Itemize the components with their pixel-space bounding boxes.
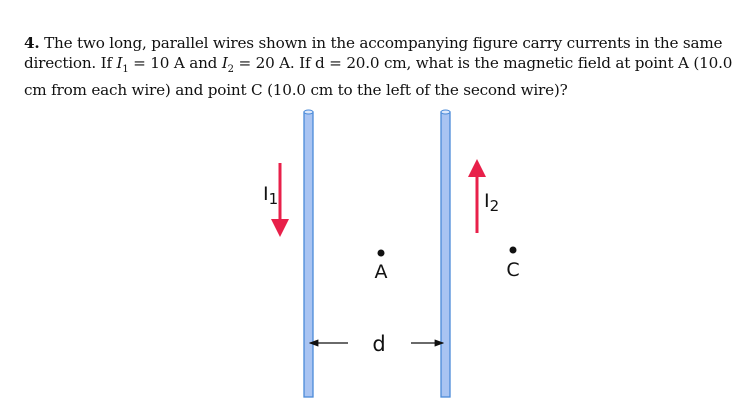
point-a-dot	[377, 249, 385, 257]
point-c-dot	[509, 246, 517, 254]
point-c-label: C	[506, 259, 519, 281]
wire-2	[440, 109, 451, 398]
distance-label: d	[372, 332, 385, 356]
current-1-label: I1	[263, 183, 278, 208]
current-2-label: I2	[484, 190, 499, 215]
wire-1	[303, 109, 314, 398]
problem-text: 4. The two long, parallel wires shown in…	[24, 34, 733, 100]
point-a-label: A	[375, 261, 388, 283]
problem-number: 4.	[24, 34, 40, 52]
